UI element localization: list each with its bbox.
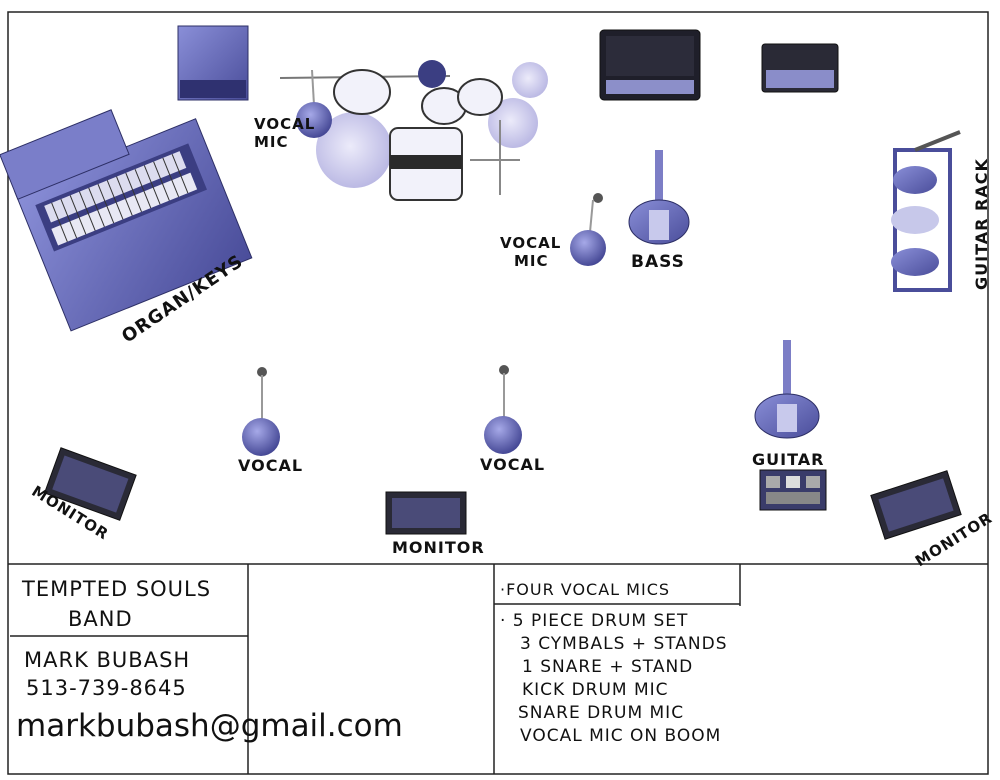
band-name-line2: BAND (68, 607, 133, 631)
page-border (7, 11, 989, 775)
pedal-board (759, 469, 827, 511)
label-vocal-center: VOCAL (480, 455, 546, 474)
monitor-left-wedge (43, 447, 137, 521)
note-line: 1 SNARE + STAND (522, 657, 694, 677)
drum-vocal-mic-head (418, 60, 446, 88)
contact-phone: 513-739-8645 (26, 676, 187, 700)
note-line: VOCAL MIC ON BOOM (520, 726, 722, 746)
vocal-mic-bass-stand (570, 193, 606, 266)
label-vocal-left: VOCAL (238, 456, 304, 475)
note-line: SNARE DRUM MIC (518, 703, 685, 723)
guitar-rack (891, 130, 961, 292)
vocal-stand-center (484, 365, 522, 454)
label-vocal-mic-drums-line2: MIC (254, 133, 289, 151)
note-line: 3 CYMBALS + STANDS (520, 634, 728, 654)
guitar-amp (761, 43, 839, 93)
label-guitar: GUITAR (752, 450, 825, 469)
label-vocal-mic-bass: VOCAL MIC (500, 234, 561, 270)
contact-name: MARK BUBASH (24, 648, 191, 672)
drum-kit (279, 60, 548, 201)
tom-left (333, 69, 391, 115)
label-vocal-mic-bass-line1: VOCAL (500, 234, 562, 252)
monitor-right-wedge (870, 470, 962, 540)
note-line: KICK DRUM MIC (522, 680, 669, 700)
label-vocal-mic-drums: VOCAL MIC (254, 115, 315, 151)
cymbal-left (316, 112, 392, 188)
label-guitar-rack: GUITAR RACK (972, 158, 991, 290)
band-name-line1: TEMPTED SOULS (22, 577, 212, 601)
label-vocal-mic-drums-line1: VOCAL (254, 115, 316, 133)
amp-top-left (177, 25, 249, 101)
electric-guitar (754, 340, 820, 439)
vocal-stand-left (242, 367, 280, 456)
organ-keys (0, 109, 253, 332)
vocal-mic-drums-stand (296, 69, 332, 138)
contact-email: markbubash@gmail.com (16, 708, 403, 744)
label-vocal-mic-bass-line2: MIC (514, 252, 549, 270)
bass-guitar (628, 150, 690, 245)
label-monitor-center: MONITOR (392, 538, 485, 557)
band-name: TEMPTED SOULS BAND (22, 574, 211, 634)
bass-amp (599, 29, 701, 101)
monitor-center-wedge (385, 491, 467, 535)
label-bass: BASS (631, 252, 685, 272)
note-line: · 5 PIECE DRUM SET (500, 611, 689, 631)
notes-header: ·FOUR VOCAL MICS (500, 580, 671, 599)
cymbal-top-right (512, 62, 548, 98)
tom-right (457, 78, 503, 116)
